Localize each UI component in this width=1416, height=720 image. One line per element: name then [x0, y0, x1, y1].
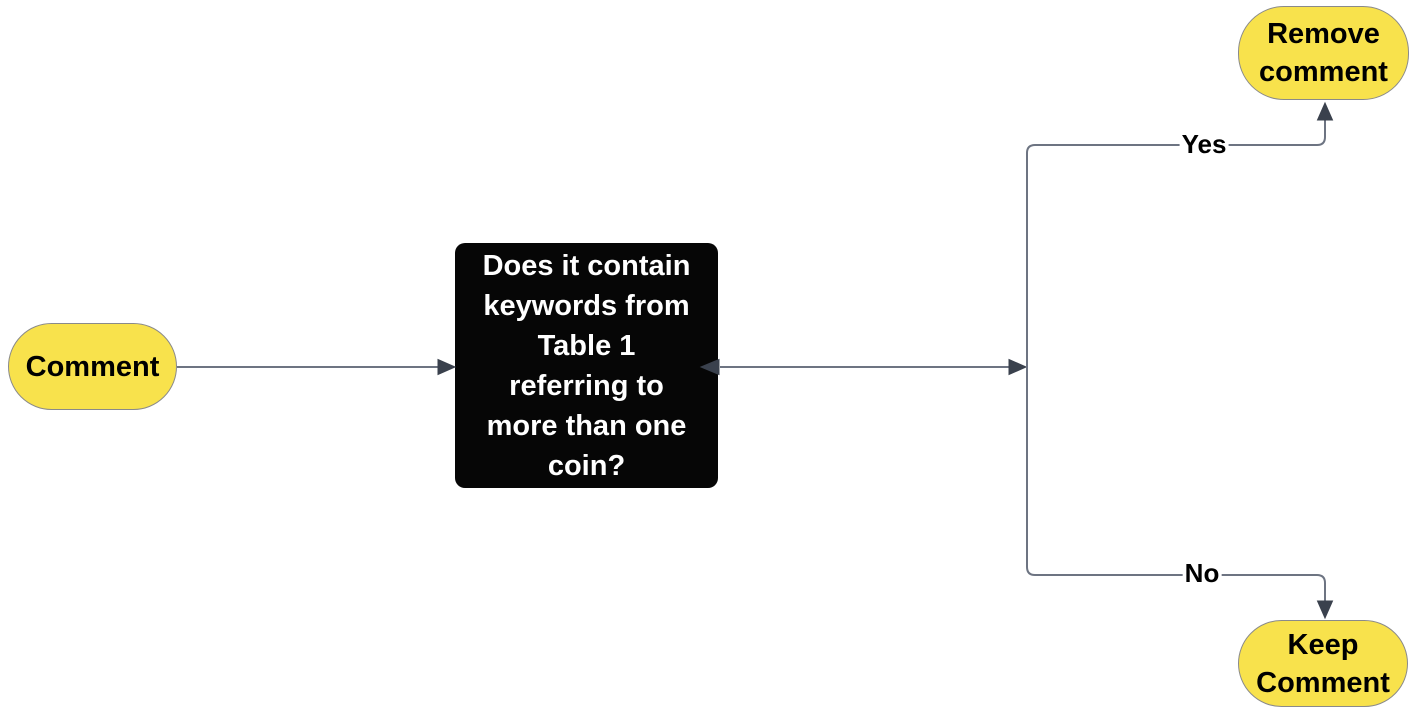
- decision-label-line: Table 1: [537, 329, 636, 362]
- arrowhead-into-keep: [1316, 600, 1334, 620]
- decision-label-line: more than one: [486, 409, 687, 442]
- decision-label-line: keywords from: [483, 289, 690, 322]
- edge-label-no: No: [1182, 558, 1222, 588]
- node-remove-label-line: Remove: [1267, 18, 1380, 50]
- edge-no-branch: [1026, 367, 1326, 601]
- decision-label-line: referring to: [509, 369, 664, 402]
- node-keep-label-line: Keep: [1287, 628, 1359, 661]
- arrowhead-into-junction: [1008, 358, 1028, 376]
- edge-label-yes: Yes: [1179, 129, 1229, 159]
- node-comment: Comment: [8, 323, 177, 410]
- node-keep-comment: Keep Comment: [1238, 620, 1408, 707]
- node-decision: Does it contain keywords from Table 1 re…: [455, 243, 718, 488]
- decision-label-line: coin?: [547, 449, 626, 482]
- arrowhead-into-decision-left: [437, 358, 457, 376]
- decision-label-line: Does it contain: [482, 249, 691, 282]
- arrowhead-into-remove: [1316, 101, 1334, 121]
- node-remove-label-line: comment: [1259, 56, 1388, 88]
- edge-yes-branch: [1026, 120, 1326, 367]
- node-remove-comment: Remove comment: [1238, 6, 1409, 100]
- node-comment-label: Comment: [25, 350, 160, 383]
- node-keep-label-line: Comment: [1256, 666, 1390, 699]
